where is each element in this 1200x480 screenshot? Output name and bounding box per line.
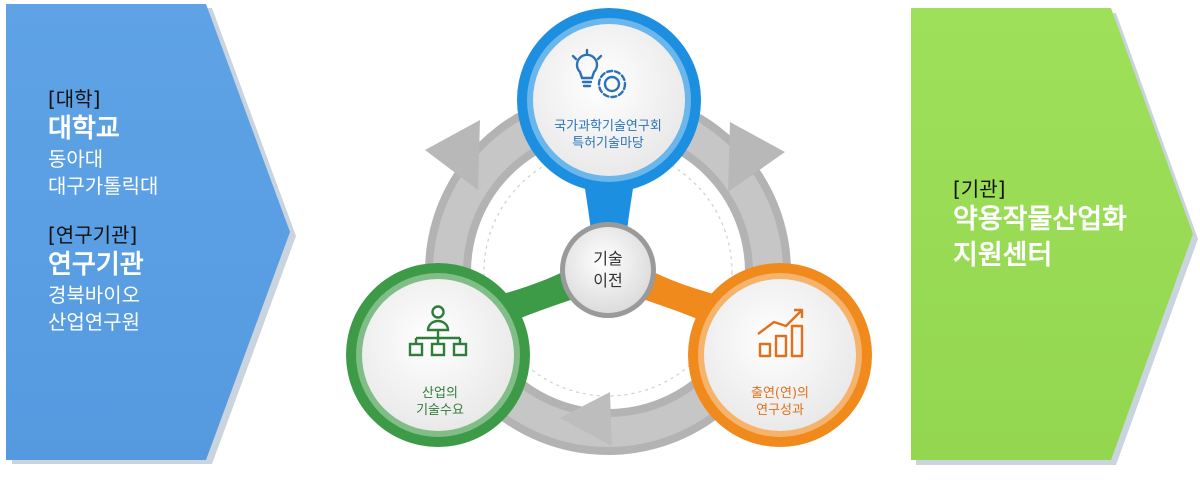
university-item: 대구가톨릭대 [48,174,159,198]
top-circle [517,8,701,192]
agency-title-line1: 약용작물산업화 [953,204,1127,235]
left-label-line2: 기술수요 [416,403,464,418]
hub-label-line2: 이전 [593,271,623,290]
hub-label-line1: 기술 [593,249,623,268]
agency-title-line2: 지원센터 [953,240,1053,271]
right-circle-label: 출연(연)의 연구성과 [710,385,850,419]
university-item: 동아대 [48,147,104,171]
ring-arrowhead-bottom [560,392,612,446]
left-circle-label: 산업의 기술수요 [370,385,510,419]
ring-arrowhead-left [425,120,480,190]
top-label-line2: 특허기술마당 [572,136,644,151]
ring-arrowhead-right [728,122,785,192]
org-chart-icon [408,305,468,357]
right-arrow-panel: [기관] 약용작물산업화 지원센터 [905,0,1200,470]
left-arrow-panel: [대학] 대학교 동아대 대구가톨릭대 [연구기관] 연구기관 경북바이오 산업… [0,0,300,470]
tech-transfer-cycle: 국가과학기술연구회 특허기술마당 산업의 기술수요 출연(연)의 연구성과 기술… [330,0,890,480]
agency-category: [기관] [953,177,1006,201]
lightbulb-gear-icon [571,48,627,99]
left-arrow-shape [6,4,296,464]
right-arrow-shape [911,8,1198,465]
university-title: 대학교 [48,114,120,144]
top-circle-label: 국가과학기술연구회 특허기술마당 [508,118,708,152]
right-label-line2: 연구성과 [756,403,804,418]
left-label-line1: 산업의 [422,386,458,401]
right-panel-text: [기관] 약용작물산업화 지원센터 [953,176,1127,274]
left-panel-text: [대학] 대학교 동아대 대구가톨릭대 [연구기관] 연구기관 경북바이오 산업… [48,86,158,336]
hub-circle [560,222,656,318]
cycle-graphic [346,8,872,455]
research-item: 산업연구원 [48,310,140,334]
growth-chart-icon [757,308,804,358]
research-item: 경북바이오 [48,283,140,307]
research-category: [연구기관] [48,223,138,247]
university-category: [대학] [48,87,101,111]
research-title: 연구기관 [48,250,144,280]
top-label-line1: 국가과학기술연구회 [554,119,662,134]
right-label-line1: 출연(연)의 [751,386,809,401]
hub-label: 기술 이전 [568,248,648,292]
